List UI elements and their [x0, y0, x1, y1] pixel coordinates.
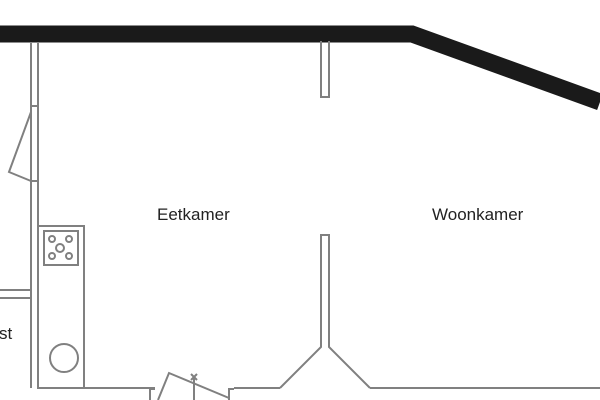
- door-pivot: [190, 373, 198, 381]
- stove-burner: [48, 252, 56, 260]
- stove-burner: [48, 235, 56, 243]
- stove-burner: [55, 243, 65, 253]
- left-door-swing: [7, 111, 32, 182]
- middle-wall-upper: [320, 41, 330, 98]
- stove-burner: [65, 235, 73, 243]
- roof-wall: [0, 25, 600, 110]
- middle-wall-lower: [279, 234, 371, 389]
- sink: [49, 343, 79, 373]
- kitchen-counter: [37, 225, 85, 389]
- stove-burner: [65, 252, 73, 260]
- room-label-partial: st: [0, 324, 13, 343]
- door-jamb: [149, 388, 155, 400]
- stove: [43, 230, 79, 266]
- door-jamb: [228, 388, 234, 400]
- room-label-dining: Eetkamer: [157, 205, 230, 224]
- room-label-living: Woonkamer: [432, 205, 524, 224]
- bottom-door-swing: [157, 371, 230, 400]
